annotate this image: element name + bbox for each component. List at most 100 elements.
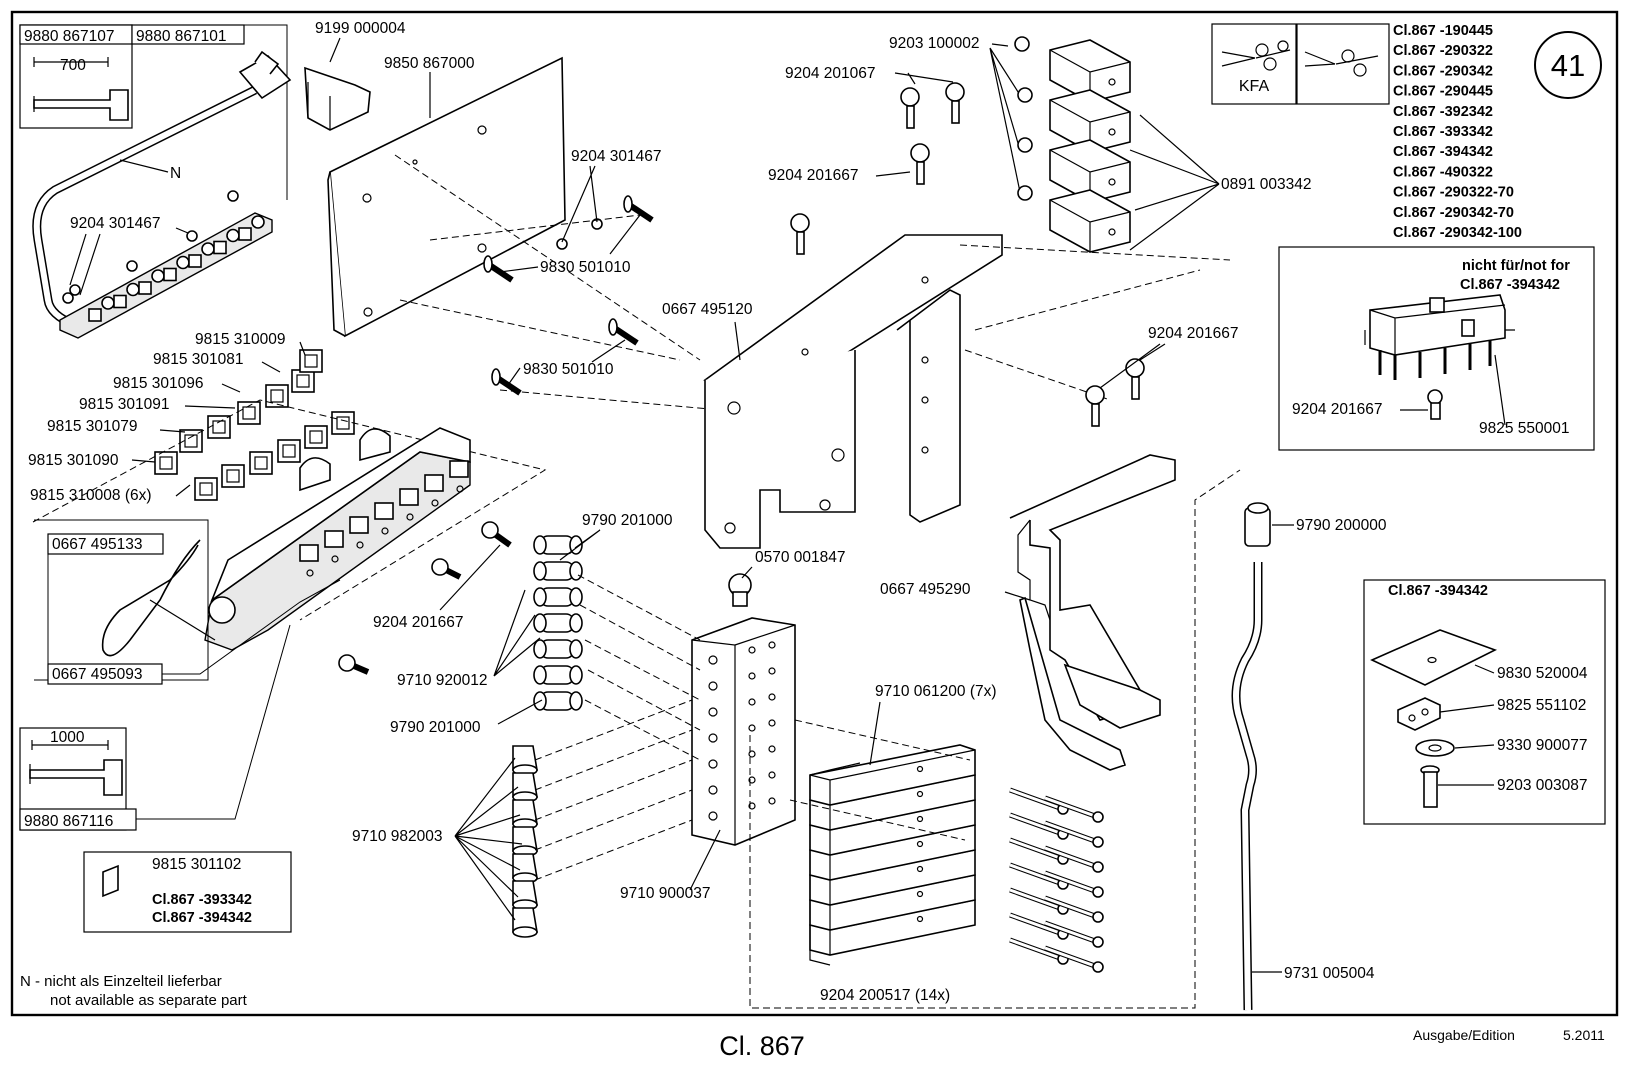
clip [1049, 139, 1131, 203]
block-hole [748, 776, 756, 784]
part-label: 9204 301467 [70, 215, 161, 232]
part-label: 9203 100002 [889, 35, 980, 52]
cap-group [512, 745, 538, 938]
keycap-face [304, 354, 318, 368]
part-label: 9815 301081 [153, 351, 244, 368]
part-label: 9204 201067 [785, 65, 876, 82]
block-hole [768, 719, 776, 727]
footnote-line-2: not available as separate part [50, 992, 248, 1009]
solenoid-hole [916, 890, 924, 898]
board-switch [188, 254, 202, 268]
keycap-face [184, 434, 198, 448]
terminal-inset [1278, 246, 1595, 451]
edition-label: Ausgabe/Edition [1413, 1027, 1515, 1043]
long-screw-shaft [1044, 896, 1096, 918]
part-label: 9199 000004 [315, 20, 406, 37]
block-hole [768, 641, 776, 649]
part-label: 9825 550001 [1479, 420, 1570, 437]
long-screw-shaft [1044, 921, 1096, 943]
plastic-rivet [483, 195, 654, 396]
screw [62, 190, 239, 304]
keycap-face [270, 389, 284, 403]
rivet-head [623, 195, 633, 213]
fitting-end [533, 613, 547, 633]
long-screw-head [1092, 861, 1104, 873]
screw [790, 82, 965, 255]
housing-slot [374, 502, 394, 520]
fitting-nut [569, 587, 583, 607]
part-label: 9825 551102 [1497, 697, 1586, 714]
keycap [237, 401, 261, 425]
fitting-nut [569, 639, 583, 659]
housing-hole [456, 485, 464, 493]
model-number: Cl.867 -290322 [1393, 43, 1493, 59]
housing-hole [356, 541, 364, 549]
model-number: Cl.867 -490322 [1393, 164, 1493, 180]
page-frame [10, 10, 1619, 1017]
housing-hole [431, 499, 439, 507]
housing-hole [406, 513, 414, 521]
long-screw-shaft [1044, 846, 1096, 868]
housing-slot [349, 516, 369, 534]
rod-cap [1244, 502, 1271, 547]
part-label: 9815 301091 [79, 396, 170, 413]
block-hole [748, 750, 756, 758]
board-led [201, 242, 215, 256]
dimension-label: 700 [60, 57, 86, 74]
keycap [249, 451, 273, 475]
bracket-clip [304, 66, 371, 131]
board-led [176, 255, 190, 270]
long-screw-head [1092, 811, 1104, 823]
part-label: 9330 900077 [1497, 737, 1588, 754]
scissors-icon [1296, 23, 1390, 105]
group-frame [749, 469, 1241, 1009]
block-hole [768, 667, 776, 675]
solenoid-hole [916, 765, 924, 773]
long-screw-shaft [1009, 838, 1061, 860]
screw [338, 521, 512, 675]
keycap-inset [83, 851, 292, 933]
dimension-label: 1000 [50, 729, 85, 746]
page-number-circle [1534, 31, 1602, 99]
keycap-face [296, 374, 310, 388]
keycap-face [212, 420, 226, 434]
clip-hole [1108, 228, 1116, 236]
part-label: 0667 495133 [52, 536, 143, 553]
fitting-end [533, 665, 547, 685]
clip-inset [34, 519, 216, 685]
keycap [299, 349, 323, 373]
part-label: 9204 200517 (14x) [820, 987, 950, 1004]
model-note: Cl.867 -394342 [152, 910, 252, 926]
part-label: 9880 867116 [24, 813, 113, 830]
part-label: 9204 201667 [768, 167, 859, 184]
rivet-head [491, 368, 501, 386]
block-hole [748, 724, 756, 732]
model-note: Cl.867 -393342 [152, 892, 252, 908]
inset-model: Cl.867 -394342 [1460, 277, 1560, 293]
fitting-end [533, 561, 547, 581]
rod [1231, 562, 1263, 1011]
keycap-face [309, 430, 323, 444]
screw [1014, 36, 1033, 201]
housing-slot [299, 544, 319, 562]
clip [1049, 189, 1131, 253]
keycap-face [226, 469, 240, 483]
block-hole [708, 785, 718, 795]
clip-hole [1108, 78, 1116, 86]
part-label: 9731 005004 [1284, 965, 1375, 982]
long-screw-shaft [1009, 913, 1061, 935]
housing-slot [399, 488, 419, 506]
model-number: Cl.867 -290342-100 [1393, 225, 1522, 241]
keycap [277, 439, 301, 463]
part-label: 9850 867000 [384, 55, 475, 72]
model-number: Cl.867 -394342 [1393, 144, 1493, 160]
keycap-face [282, 444, 296, 458]
block-hole [748, 672, 756, 680]
screw [556, 238, 568, 250]
cap-base [512, 926, 538, 938]
block-hole [768, 693, 776, 701]
model-number: Cl.867 -190445 [1393, 23, 1493, 39]
part-label: 9204 301467 [571, 148, 662, 165]
solenoid-edge [809, 762, 861, 776]
model-number: Cl.867 -290342 [1393, 63, 1493, 79]
